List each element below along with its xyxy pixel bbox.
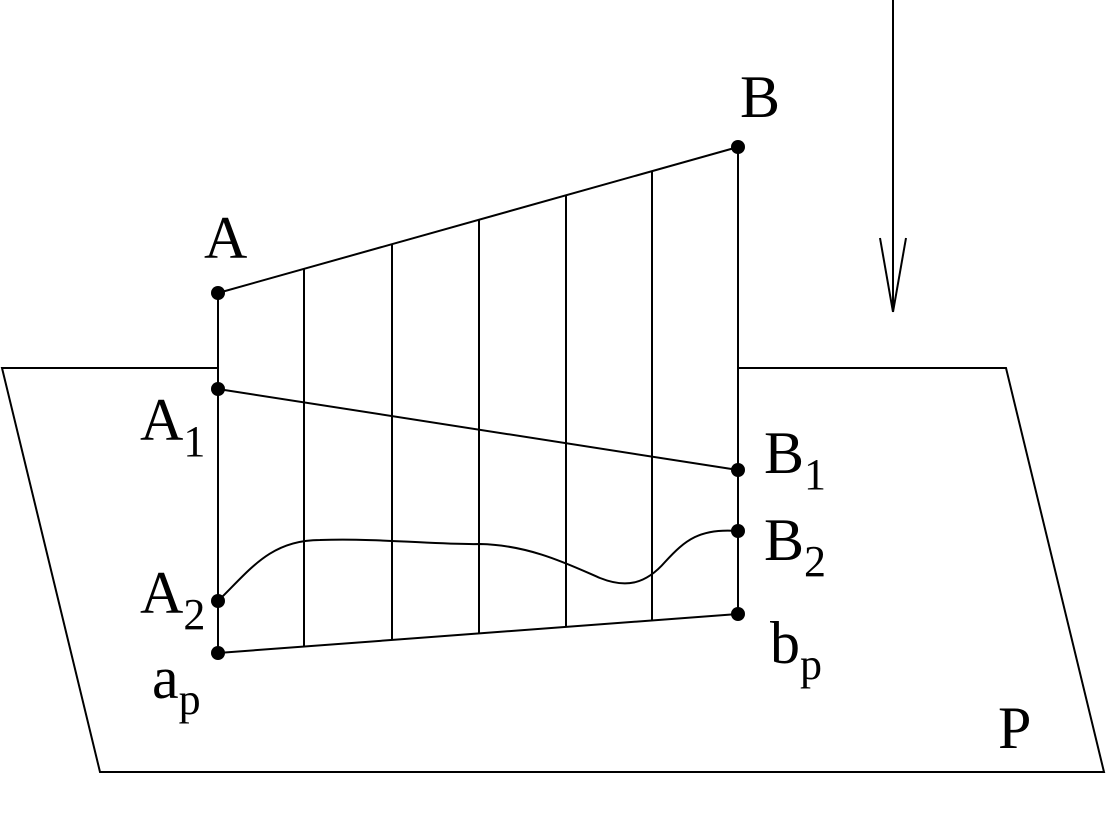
point-a2 xyxy=(211,594,225,608)
projecting-rulings xyxy=(303,171,653,646)
segment-ap-bp xyxy=(217,613,739,654)
plane-p xyxy=(0,367,1106,773)
point-a xyxy=(211,286,225,300)
point-ap xyxy=(211,646,225,660)
projection-direction-arrow xyxy=(879,0,907,313)
label-ap: ap xyxy=(152,645,201,724)
label-bp: bp xyxy=(770,610,822,689)
label-a2: A2 xyxy=(140,560,205,639)
point-a1 xyxy=(211,382,225,396)
label-a: A xyxy=(204,205,247,271)
plane-edge-left xyxy=(0,367,1106,773)
point-bp xyxy=(731,607,745,621)
label-b2: B2 xyxy=(764,507,826,586)
label-b1: B1 xyxy=(764,420,826,499)
label-plane-p: P xyxy=(998,695,1031,761)
point-b xyxy=(731,140,745,154)
point-b2 xyxy=(731,524,745,538)
label-b: B xyxy=(740,64,780,130)
curve-a2-b2 xyxy=(217,529,739,602)
label-a1: A1 xyxy=(140,387,205,466)
point-b1 xyxy=(731,463,745,477)
